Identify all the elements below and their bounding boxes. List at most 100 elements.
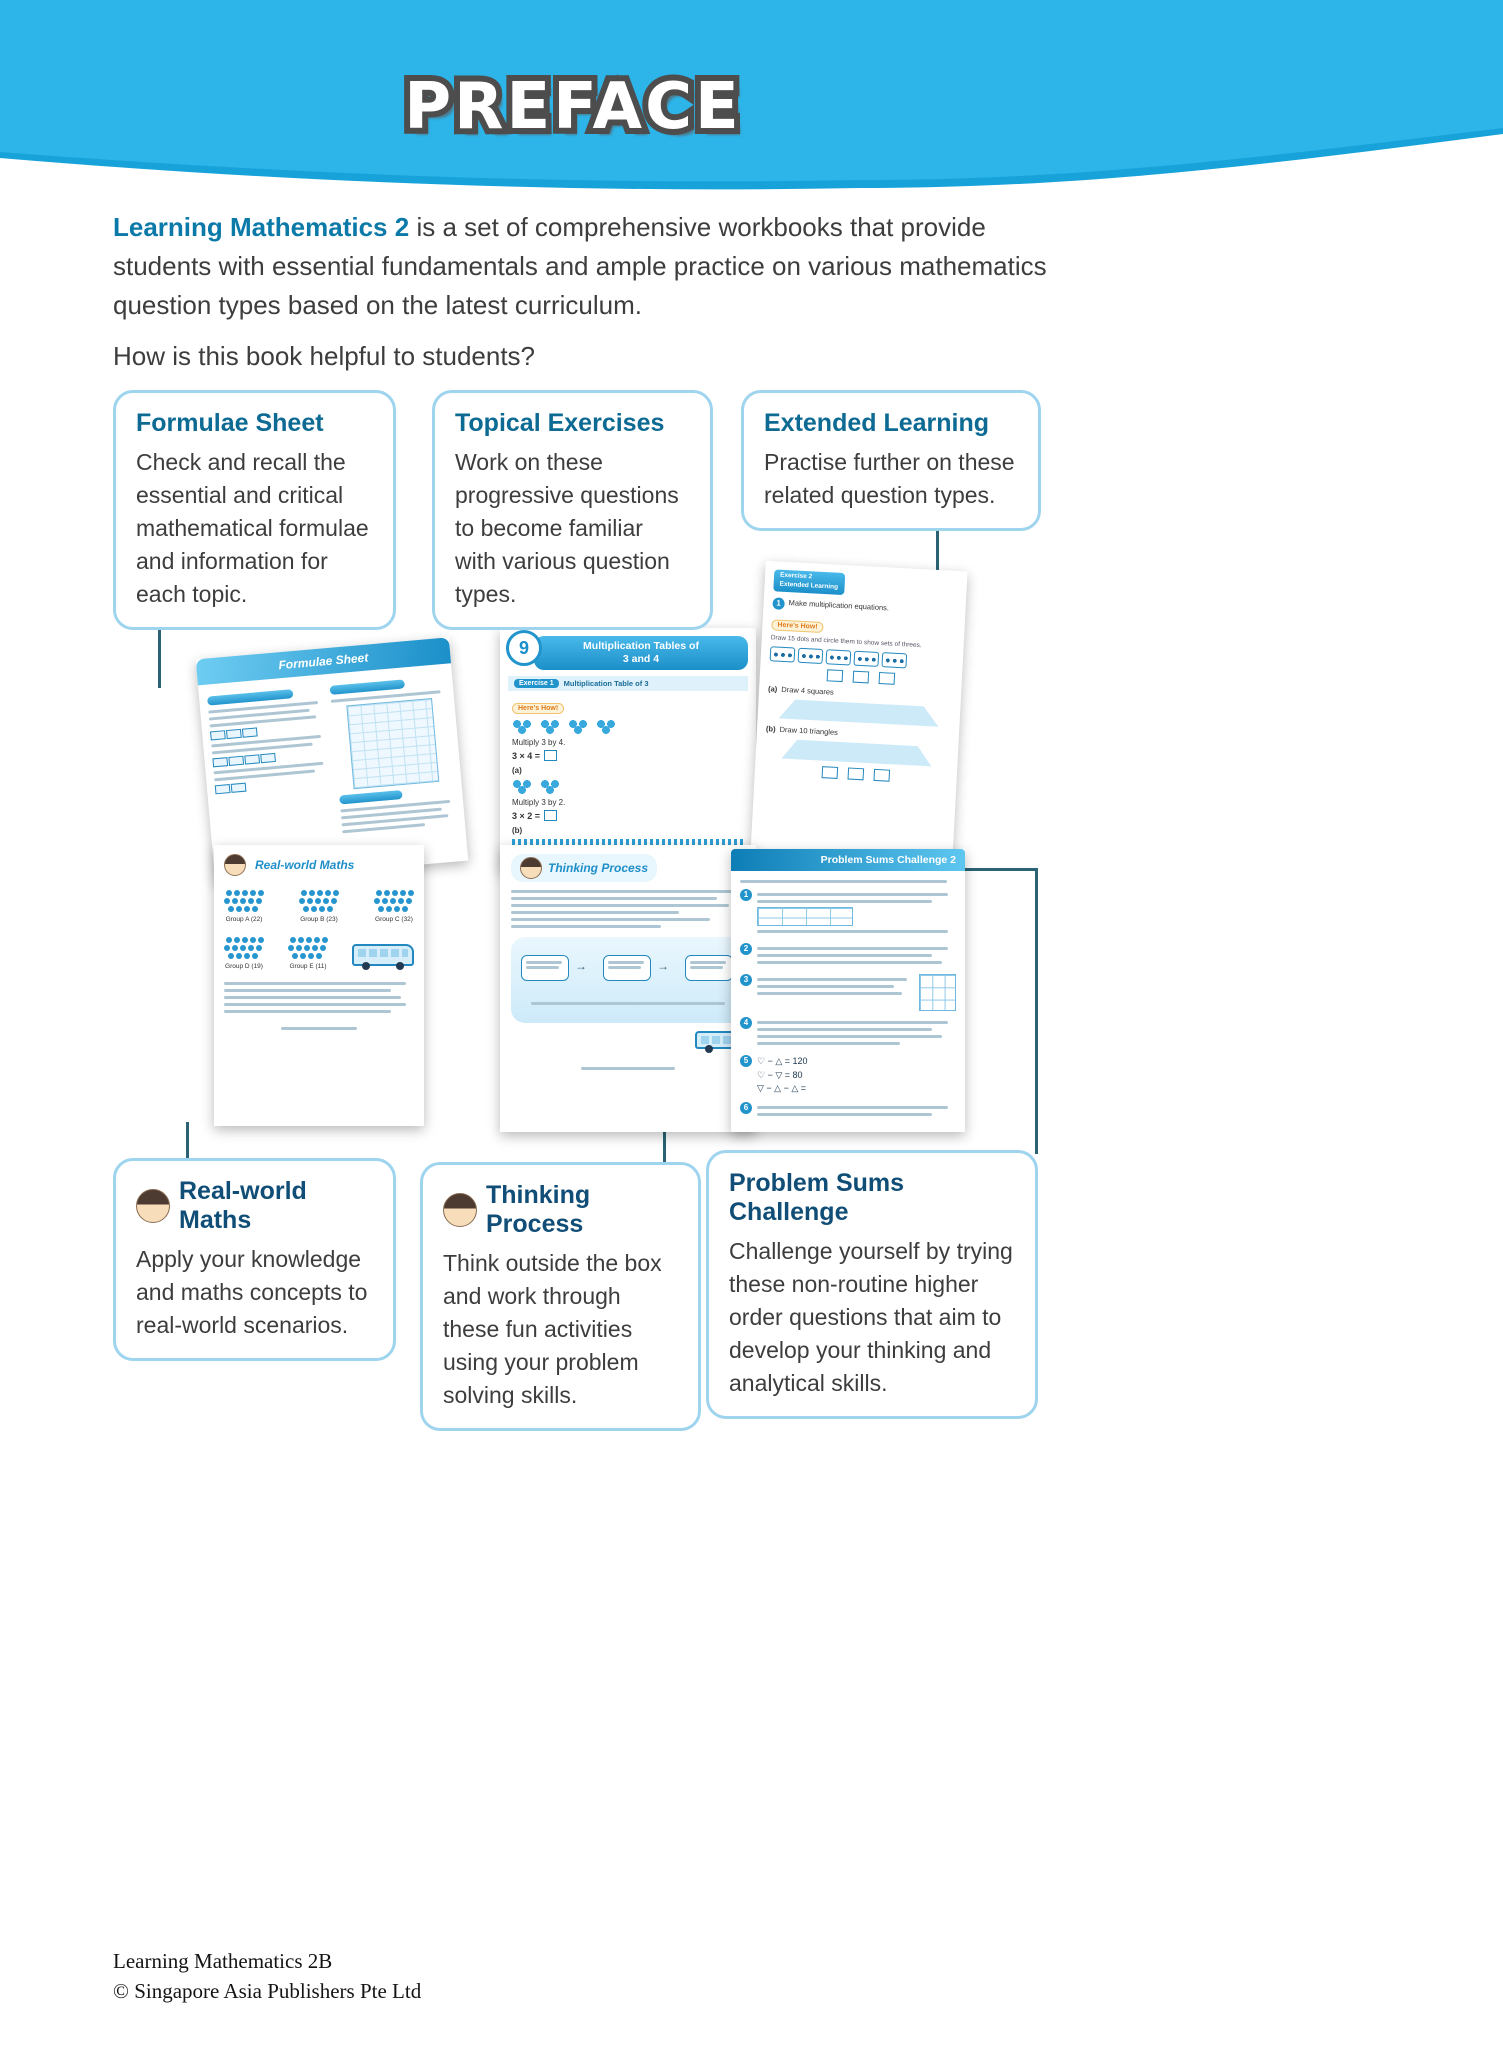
question-number: 6 <box>740 1101 752 1114</box>
dot-card <box>825 648 852 666</box>
crowd-item: Group B (23) <box>299 888 339 923</box>
callout-body: Apply your knowledge and maths concepts … <box>136 1246 368 1338</box>
deco-text-block <box>526 961 564 969</box>
mascot-icon <box>443 1193 477 1227</box>
bar-cell <box>212 757 229 768</box>
crowd-item: Group D (19) <box>224 935 264 970</box>
mascot-icon <box>136 1189 170 1223</box>
deco-text-line <box>757 985 895 988</box>
deco-text-line <box>757 992 903 995</box>
deco-text-block <box>224 982 414 999</box>
tiny-figures-row <box>512 839 744 849</box>
problem-sums-page-thumbnail: Problem Sums Challenge 2 1 2 3 <box>731 849 965 1132</box>
group-label: Group C (32) <box>375 916 413 923</box>
deco-text-line <box>757 1112 933 1116</box>
answer-box <box>878 671 896 685</box>
deco-text-block <box>608 961 646 969</box>
bar-cell <box>244 754 261 765</box>
footer-publisher: © Singapore Asia Publishers Pte Ltd <box>113 1979 422 2003</box>
deco-text-line <box>757 1105 949 1109</box>
real-world-maths-page-thumbnail: Real-world Maths Group A (22) Group B (2… <box>214 845 424 1126</box>
footer-book-title: Learning Mathematics 2B <box>113 1949 333 1973</box>
bar-cell <box>210 730 226 741</box>
topical-exercise-page-thumbnail: 9 Multiplication Tables of 3 and 4 Exerc… <box>500 628 756 872</box>
deco-text-block <box>224 1003 414 1013</box>
callout-title: Formulae Sheet <box>136 409 324 437</box>
deco-text-line <box>690 961 727 964</box>
connector-extended <box>936 508 939 590</box>
connector-formulae <box>158 600 161 688</box>
deco-text-line <box>511 911 680 914</box>
bus-row <box>511 1031 745 1053</box>
callout-title: Extended Learning <box>764 409 990 437</box>
multiplication-table-grid <box>345 698 439 790</box>
deco-text-block <box>757 974 913 1011</box>
callout-title: Real-world Maths <box>179 1177 307 1234</box>
callout-thinking-process: Thinking Process Think outside the box a… <box>420 1162 701 1431</box>
item-text: Draw 10 triangles <box>779 724 839 737</box>
deco-text-line <box>757 1021 949 1024</box>
item-label: (a) <box>767 683 778 694</box>
callout-title-row: Real-world Maths <box>136 1177 373 1235</box>
intro-paragraph: Learning Mathematics 2 is a set of compr… <box>113 208 1053 325</box>
deco-text-line <box>757 947 949 950</box>
chapter-title-line1: Multiplication Tables of <box>583 640 699 652</box>
page-title-outline: PREFACE <box>398 64 745 150</box>
question-content <box>757 974 956 1011</box>
deco-text-line <box>757 954 933 957</box>
answer-box <box>873 768 891 782</box>
deco-text-line <box>526 966 560 969</box>
symbol-equation: ♡ − ▽ = 80 <box>757 1069 803 1080</box>
bar-cell <box>260 752 276 764</box>
number-grid <box>919 974 956 1011</box>
deco-text-line <box>757 961 943 964</box>
strawberry-group-icon <box>540 719 560 735</box>
symbol-equation: ♡ − △ = 120 <box>757 1056 808 1066</box>
equation-text: 3 × 2 = <box>512 810 541 821</box>
crowd-of-people-icon <box>224 935 264 959</box>
strawberry-group-icon <box>540 779 560 795</box>
crowd-row-2: Group D (19) Group E (11) <box>224 935 414 970</box>
exercise-tab: Exercise 1 <box>514 679 559 689</box>
deco-text-line <box>757 893 949 896</box>
bar-cell <box>230 782 247 793</box>
callout-extended-learning: Extended Learning Practise further on th… <box>741 390 1041 531</box>
mini-table <box>757 907 853 926</box>
callout-real-world-maths: Real-world Maths Apply your knowledge an… <box>113 1158 396 1361</box>
deco-text-block <box>757 893 956 903</box>
question-number: 2 <box>740 943 752 955</box>
crowd-item: Group E (11) <box>288 935 328 970</box>
answer-box <box>544 810 558 822</box>
header-banner <box>0 0 1503 195</box>
deco-text-line <box>224 1003 407 1006</box>
heres-how-chip: Here's How! <box>512 703 565 715</box>
question-number: 3 <box>740 974 752 986</box>
page-footer: Learning Mathematics 2B © Singapore Asia… <box>113 1946 421 2006</box>
callout-body: Challenge yourself by trying these non-r… <box>729 1238 1013 1396</box>
extended-tab: Exercise 2 Extended Learning <box>773 569 845 595</box>
question-row: (b) Draw 10 triangles <box>766 724 950 743</box>
question-content <box>757 1017 956 1049</box>
bar-cell <box>214 784 231 795</box>
step-text: Multiply 3 by 4. <box>512 738 566 748</box>
question-number: 1 <box>740 889 752 901</box>
answer-boxes-row <box>764 763 948 785</box>
symbol-equation: ▽ − △ − △ = <box>757 1083 807 1093</box>
callout-title: Thinking Process <box>486 1181 591 1238</box>
problem-question: 5 ♡ − △ = 120 ♡ − ▽ = 80 ▽ − △ − △ = <box>740 1055 956 1096</box>
item-label: (a) <box>512 766 522 776</box>
problem-question: 3 <box>740 974 956 1011</box>
shape-strip <box>779 698 940 726</box>
group-label: Group E (11) <box>289 963 327 970</box>
deco-text-line <box>757 900 933 903</box>
deco-text-block <box>690 961 728 969</box>
banner-curve <box>0 0 1503 190</box>
connector-real-world <box>186 1122 189 1162</box>
deco-text-line <box>531 1002 725 1005</box>
deco-text-line <box>740 880 948 883</box>
connector-thinking <box>663 1128 666 1166</box>
dot-card <box>797 647 824 664</box>
crowd-of-people-icon <box>374 888 414 912</box>
intro-question: How is this book helpful to students? <box>113 341 536 371</box>
strawberry-group-icon <box>596 719 616 735</box>
